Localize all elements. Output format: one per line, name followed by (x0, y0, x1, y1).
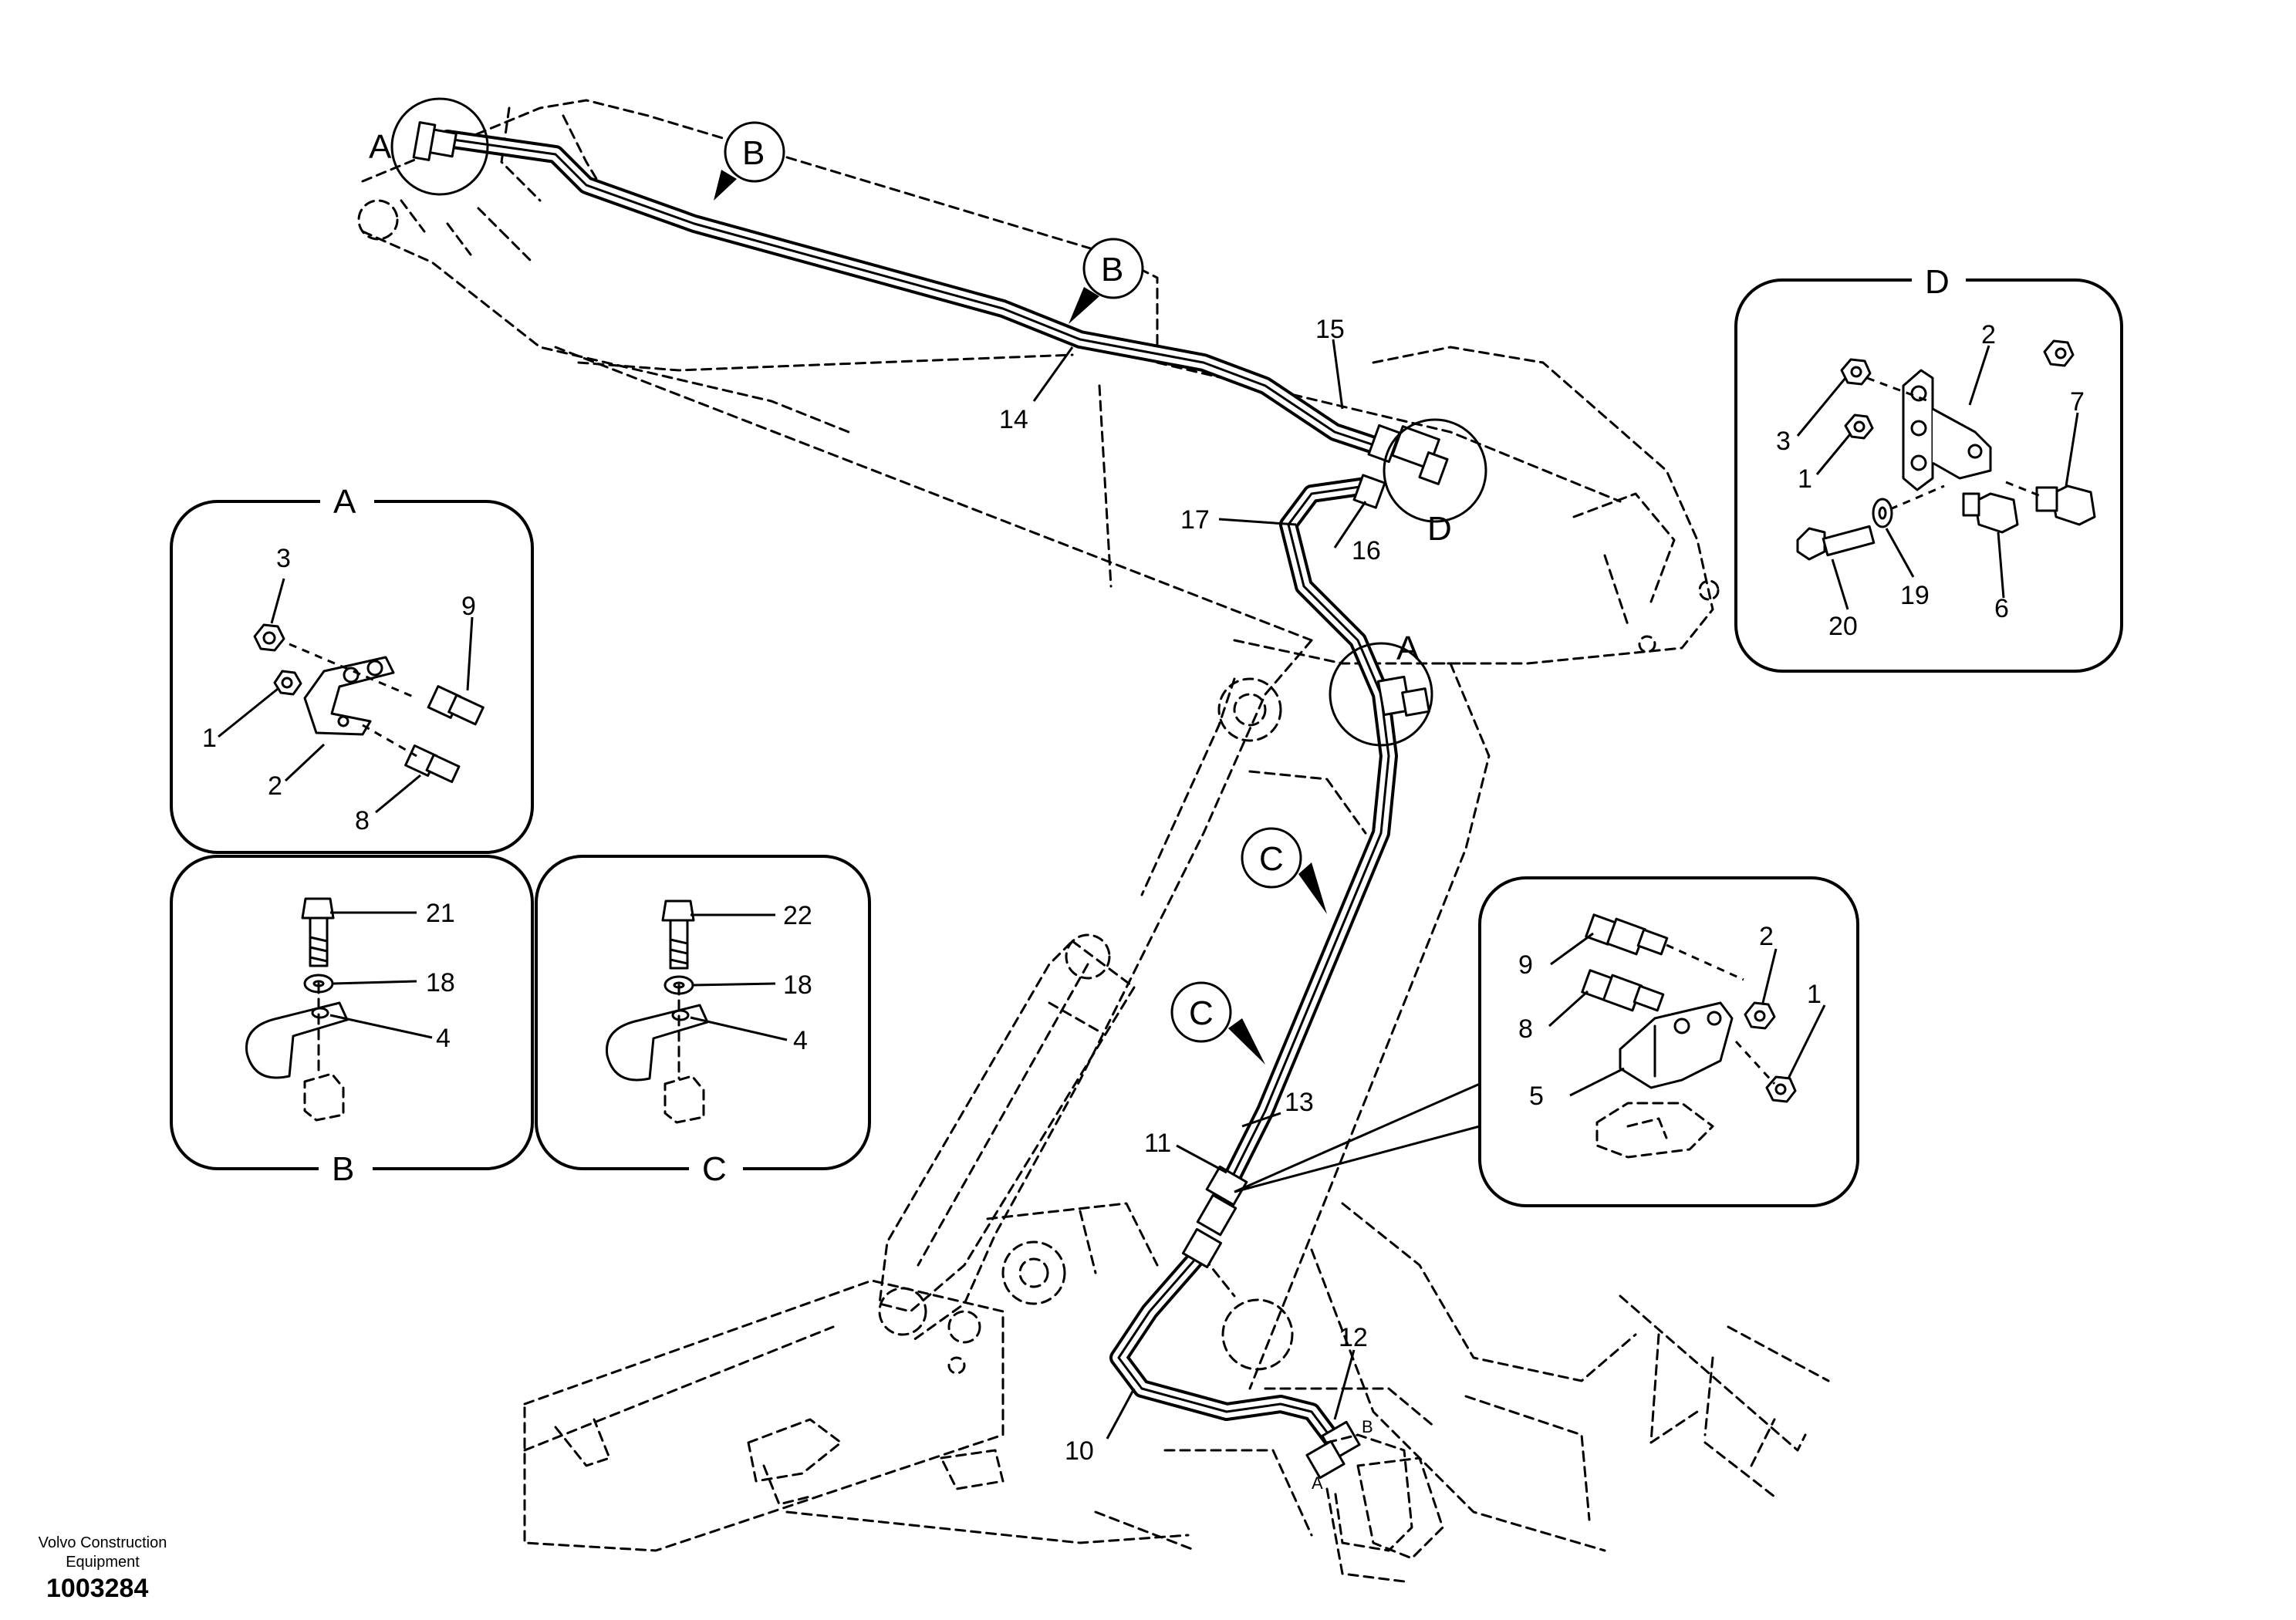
callout-16: 16 (1352, 536, 1381, 565)
section-marker-c-1: C (1259, 840, 1284, 878)
company-name-line-2: Equipment (66, 1554, 140, 1571)
callout-14: 14 (999, 405, 1028, 434)
main-view-label-a-top: A (369, 128, 392, 166)
detail-d-callout-7: 7 (2070, 387, 2085, 417)
detail-d-callout-6: 6 (1994, 594, 2009, 623)
detail-a-callout-9: 9 (461, 592, 476, 621)
detail-a-box: A 3 9 1 2 8 (170, 483, 534, 854)
detail-b-callout-21: 21 (426, 899, 455, 928)
detail-d-callout-2: 2 (1981, 320, 1996, 349)
detail-c-title: C (702, 1150, 727, 1188)
callout-13: 13 (1285, 1088, 1314, 1117)
company-name: Volvo Construction Equipment (14, 1534, 191, 1572)
detail-mid-box: 9 2 8 1 5 (1234, 876, 1859, 1207)
detail-a-callout-8: 8 (355, 806, 370, 835)
callout-11: 11 (1144, 1129, 1171, 1158)
hose-line-bottom (1109, 1240, 1344, 1452)
main-view-label-d: D (1427, 510, 1452, 548)
callout-12: 12 (1339, 1323, 1368, 1352)
hose-line-descending (1217, 477, 1398, 1197)
port-b-label: B (1362, 1417, 1373, 1436)
detail-d-callout-3: 3 (1776, 427, 1791, 456)
main-view-label-a-mid: A (1396, 629, 1420, 667)
detail-mid-callout-5: 5 (1529, 1082, 1544, 1111)
detail-a-callout-2: 2 (268, 771, 282, 801)
detail-mid-callout-9: 9 (1518, 950, 1533, 980)
detail-a-marker-top (390, 97, 489, 196)
detail-a-callout-1: 1 (202, 724, 217, 753)
detail-d-callout-1: 1 (1798, 464, 1812, 494)
section-marker-b-1: B (742, 134, 765, 172)
section-marker-c-2: C (1189, 994, 1214, 1032)
machine-frame-outline (523, 1202, 1830, 1583)
detail-c-callout-4: 4 (793, 1026, 808, 1055)
detail-a-marker-mid (1329, 642, 1433, 747)
detail-mid-callout-2: 2 (1759, 922, 1774, 951)
hose-line-top (438, 130, 1390, 457)
valve-block-outline (1325, 1433, 1413, 1552)
section-marker-b-2: B (1101, 251, 1123, 289)
callout-10: 10 (1065, 1436, 1094, 1466)
detail-d-title: D (1925, 263, 1950, 301)
callout-15: 15 (1315, 315, 1345, 344)
detail-c-callout-22: 22 (783, 901, 812, 930)
detail-b-callout-18: 18 (426, 968, 455, 997)
detail-d-callout-19: 19 (1900, 581, 1930, 610)
detail-b-title: B (332, 1150, 354, 1188)
detail-d-box: D 2 (1734, 263, 2123, 673)
detail-b-box: B 21 18 4 (170, 855, 534, 1188)
callout-17: 17 (1180, 505, 1210, 535)
detail-c-callout-18: 18 (783, 970, 812, 1000)
main-callouts: 15 14 17 16 13 11 12 10 A B A D A (369, 128, 1452, 1493)
detail-mid-callout-8: 8 (1518, 1014, 1533, 1044)
detail-d-marker (1383, 418, 1487, 523)
detail-a-title: A (333, 483, 356, 521)
detail-mid-pointer (1234, 1082, 1481, 1193)
detail-mid-callout-1: 1 (1807, 980, 1822, 1009)
detail-d-callout-20: 20 (1828, 612, 1858, 641)
detail-b-callout-4: 4 (436, 1024, 451, 1053)
detail-a-callout-3: 3 (276, 544, 291, 573)
hose-fittings (412, 121, 1449, 1480)
document-number: 1003284 (46, 1574, 149, 1603)
section-markers: B B C C (714, 121, 1327, 1065)
detail-c-box: C 22 18 4 (535, 855, 871, 1188)
port-a-label: A (1312, 1473, 1323, 1493)
company-name-line-1: Volvo Construction (38, 1534, 167, 1551)
boom-arm-outline (357, 99, 1720, 1390)
